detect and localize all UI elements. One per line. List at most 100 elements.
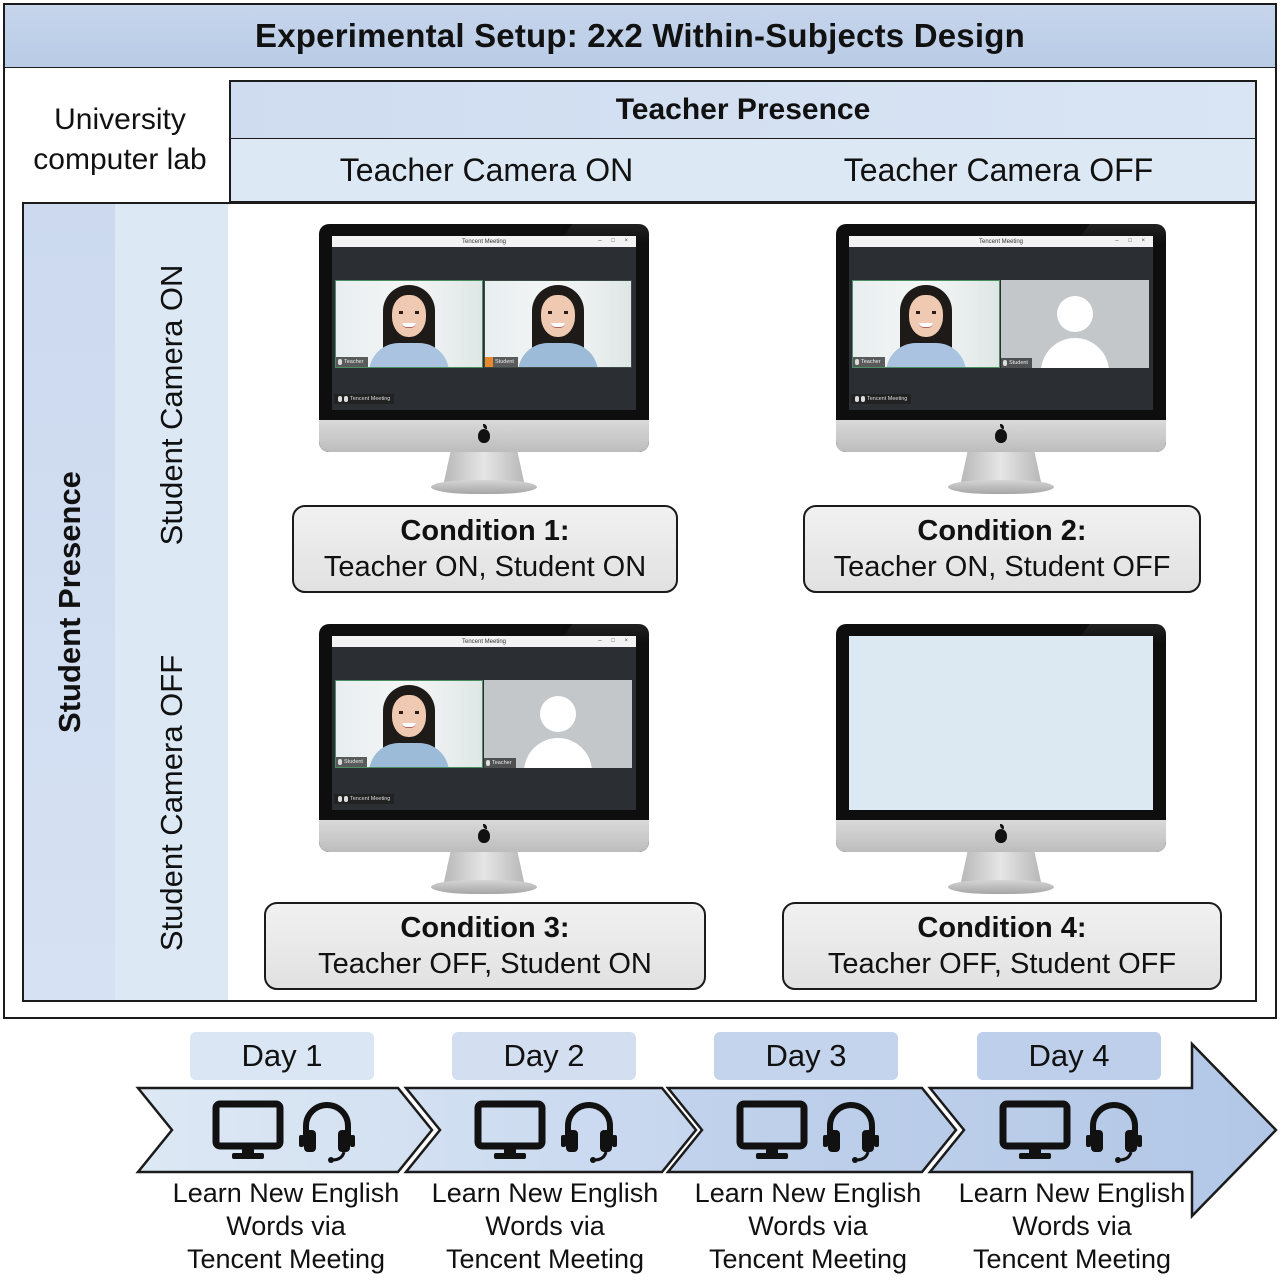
shirt-shape <box>518 343 598 367</box>
meeting-window-title: Tencent Meeting <box>461 238 507 245</box>
description-line: Tencent Meeting <box>708 1244 908 1274</box>
participant-name-tag: Student <box>1001 358 1032 368</box>
day-icons <box>999 1100 1149 1166</box>
shirt-shape <box>886 343 966 367</box>
participant-video <box>361 281 457 367</box>
student-camera-on-header: Student Camera ON <box>115 202 230 607</box>
monitor-stand <box>444 452 524 482</box>
eyes-shape <box>548 311 568 314</box>
description-line: Learn New English <box>172 1178 400 1208</box>
condition-title: Condition 3: <box>400 912 570 944</box>
participant-name: Teacher <box>344 359 364 365</box>
eyes-shape <box>399 311 419 314</box>
participant-name-tag: Student <box>485 357 518 367</box>
meeting-window-titlebar: Tencent Meeting– □ × <box>332 636 636 647</box>
monitor-icon <box>212 1100 284 1167</box>
timeline-segment-day-4 <box>927 1040 1278 1220</box>
user-badge-icon <box>485 357 493 367</box>
smile-shape <box>402 723 416 728</box>
face-shape <box>392 295 426 337</box>
monitor-chin <box>836 420 1166 452</box>
meeting-window-titlebar: Tencent Meeting– □ × <box>849 236 1153 247</box>
mic-icon <box>338 759 342 765</box>
avatar-body-icon <box>1041 338 1109 368</box>
camera-off-tile: Teacher <box>484 680 632 768</box>
condition-description: Teacher OFF, Student ON <box>318 948 652 980</box>
description-line: Learn New English <box>958 1178 1186 1208</box>
condition-label-1: Condition 1: Teacher ON, Student ON <box>292 505 678 593</box>
teacher-camera-off-header: Teacher Camera OFF <box>742 139 1257 203</box>
day-icons <box>212 1100 362 1166</box>
condition-description: Teacher OFF, Student OFF <box>827 948 1177 980</box>
smile-shape <box>919 323 933 328</box>
mic-icon <box>338 396 342 402</box>
monitor-chin <box>319 820 649 852</box>
participant-name-tag: Student <box>336 757 367 767</box>
day-label-3: Day 3 <box>714 1032 898 1080</box>
diagram-title: Experimental Setup: 2x2 Within-Subjects … <box>255 17 1025 54</box>
monitor-screen <box>849 636 1153 810</box>
monitor-stand <box>961 452 1041 482</box>
participant-name: Student <box>1009 360 1028 366</box>
monitor-stand <box>444 852 524 882</box>
monitor-stand-base <box>948 880 1054 894</box>
face-shape <box>392 695 426 737</box>
avatar-head-icon <box>1057 296 1093 332</box>
monitor-icon <box>474 1100 546 1167</box>
setting-label-line: University <box>54 103 186 136</box>
monitor-bezel <box>836 624 1166 852</box>
teacher-camera-on-header: Teacher Camera ON <box>229 139 744 203</box>
apple-logo-icon <box>478 824 490 843</box>
headset-icon <box>820 1098 882 1169</box>
mic-icon <box>486 760 490 766</box>
window-controls: – □ × <box>1115 238 1149 244</box>
smile-shape <box>551 323 565 328</box>
headset-icon <box>296 1098 358 1169</box>
diagram-title-bar: Experimental Setup: 2x2 Within-Subjects … <box>3 3 1277 69</box>
shirt-shape <box>369 343 449 367</box>
apple-logo-icon <box>995 424 1007 443</box>
participant-video <box>361 681 457 767</box>
participant-name-tag: Teacher <box>484 758 516 768</box>
participant-video <box>510 281 606 367</box>
monitor-icon <box>736 1100 808 1167</box>
meeting-tag-label: Tencent Meeting <box>350 396 391 402</box>
eyes-shape <box>916 311 936 314</box>
condition-title: Condition 2: <box>917 515 1087 547</box>
student-camera-off-header: Student Camera OFF <box>115 605 230 1002</box>
speaker-icon <box>344 396 348 402</box>
teacher-presence-header: Teacher Presence <box>229 80 1257 140</box>
apple-logo-icon <box>995 824 1007 843</box>
headset-icon <box>1083 1098 1145 1169</box>
monitor-stand-base <box>431 880 537 894</box>
description-line: Words via <box>1012 1211 1132 1241</box>
student-presence-header: Student Presence <box>22 202 117 1002</box>
meeting-status-tag: Tencent Meeting <box>851 394 912 404</box>
day-icons <box>736 1100 886 1166</box>
student-presence-label: Student Presence <box>51 471 87 733</box>
description-line: Words via <box>485 1211 605 1241</box>
day-description-4: Learn New English Words via Tencent Meet… <box>952 1177 1192 1276</box>
day-label-4: Day 4 <box>977 1032 1161 1080</box>
participant-name: Teacher <box>861 359 881 365</box>
meeting-tag-label: Tencent Meeting <box>350 796 391 802</box>
meeting-window-titlebar: Tencent Meeting– □ × <box>332 236 636 247</box>
face-shape <box>541 295 575 337</box>
description-line: Tencent Meeting <box>445 1244 645 1274</box>
window-controls: – □ × <box>598 638 632 644</box>
monitor-icon <box>999 1100 1071 1167</box>
video-tile: Teacher <box>852 280 1000 368</box>
smile-shape <box>402 323 416 328</box>
description-line: Tencent Meeting <box>186 1244 386 1274</box>
participant-name-tag: Teacher <box>853 357 885 367</box>
condition-label-4: Condition 4: Teacher OFF, Student OFF <box>782 902 1222 990</box>
day-icons <box>474 1100 624 1166</box>
condition-label-2: Condition 2: Teacher ON, Student OFF <box>803 505 1201 593</box>
